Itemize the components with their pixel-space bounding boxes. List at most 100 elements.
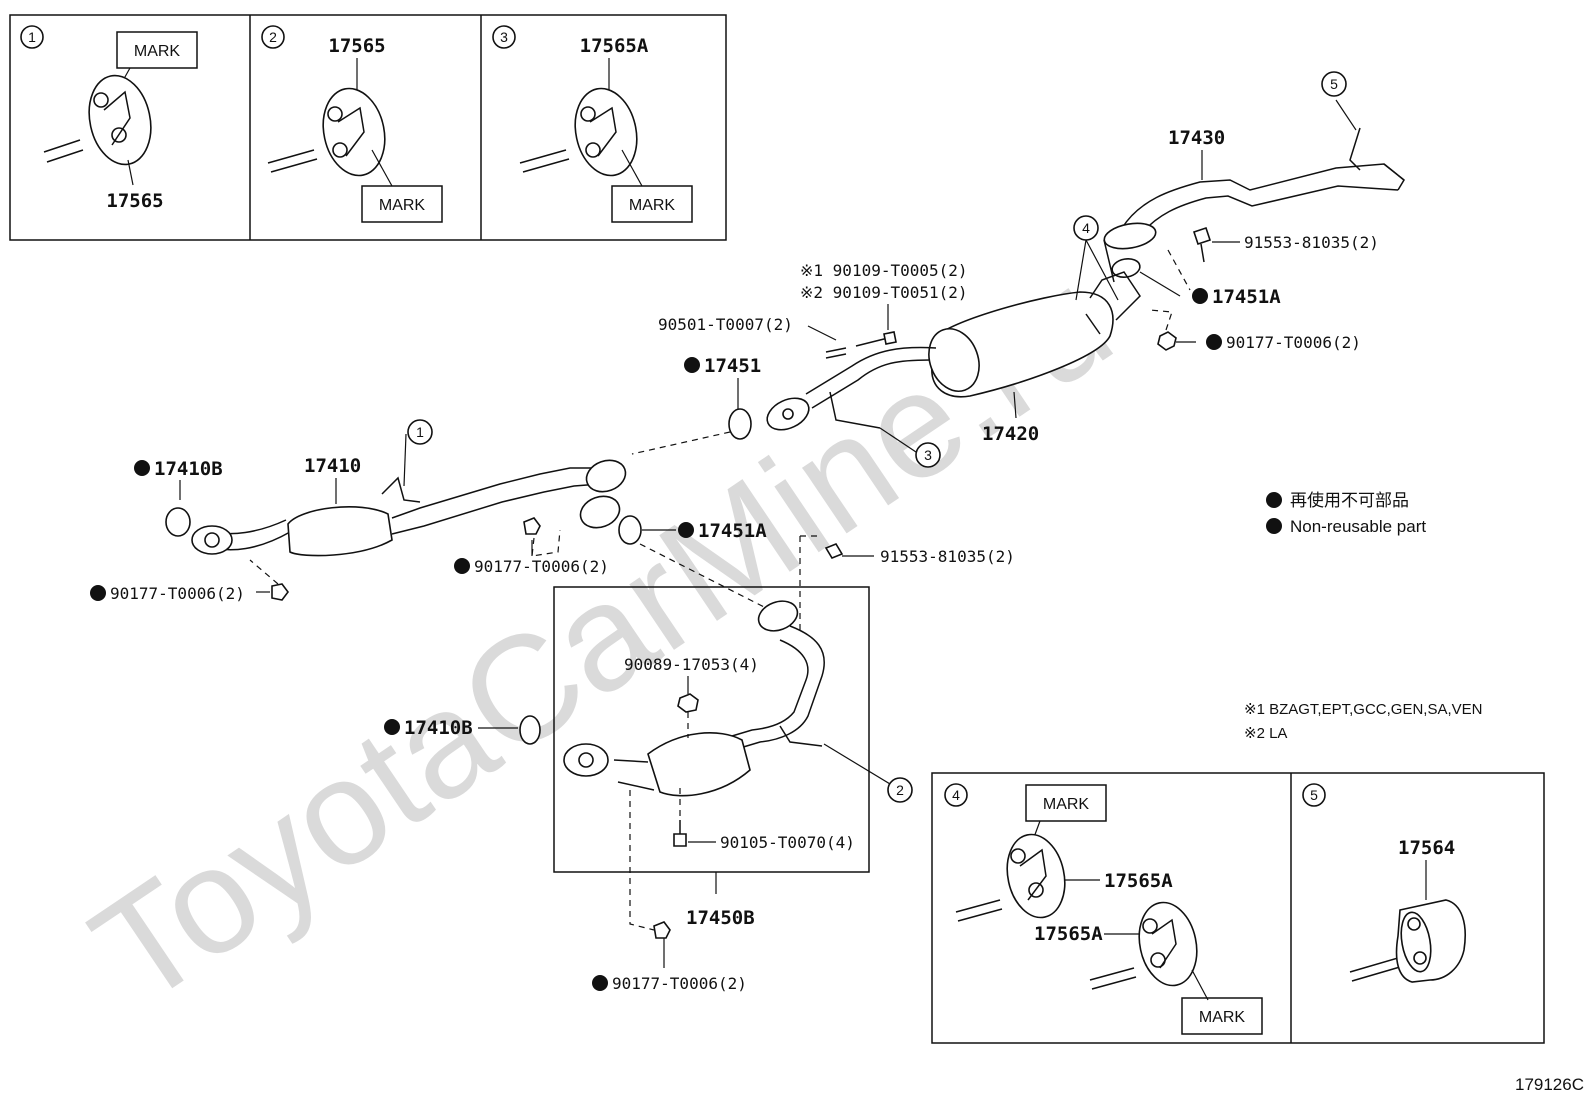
bolt-91553-mid xyxy=(824,543,844,559)
front-pipe-17410 xyxy=(191,459,627,557)
mark-box xyxy=(361,185,443,223)
label-17410: 17410 xyxy=(304,455,361,477)
panel-5-part: 17564 xyxy=(1398,837,1455,859)
label-17451: 17451 xyxy=(704,355,761,377)
stud-bolt-90501 xyxy=(825,347,847,359)
label-90501: 90501-T0007(2) xyxy=(658,315,793,334)
exhaust-hanger xyxy=(574,87,638,177)
gasket-17451a-mid xyxy=(618,515,642,545)
legend-en: Non-reusable part xyxy=(1290,517,1426,536)
label-17451a-mid: 17451A xyxy=(698,520,767,542)
mark-label: MARK xyxy=(1199,1009,1246,1026)
nut-90177-left xyxy=(271,583,289,601)
mark-box xyxy=(1025,784,1107,822)
mark-label: MARK xyxy=(629,197,676,214)
legend: 再使用不可部品 Non-reusable part xyxy=(1266,490,1426,536)
panel-2-part: 17565 xyxy=(328,35,385,57)
nut-90177-center xyxy=(523,517,541,535)
note-1: ※1 BZAGT,EPT,GCC,GEN,SA,VEN xyxy=(1244,701,1482,718)
svg-text:5: 5 xyxy=(1330,76,1338,92)
label-90089: 90089-17053(4) xyxy=(624,655,759,674)
panel-4-part-lower: 17565A xyxy=(1034,923,1103,945)
nut-90089 xyxy=(677,693,699,713)
callout-2: 2 xyxy=(887,777,913,803)
tail-pipe-17430 xyxy=(1103,127,1405,250)
non-reusable-dot xyxy=(678,522,694,538)
notes: ※1 BZAGT,EPT,GCC,GEN,SA,VEN ※2 LA xyxy=(1244,701,1482,742)
label-90177-center: 90177-T0006(2) xyxy=(474,557,609,576)
exhaust-hanger xyxy=(1138,901,1198,987)
gasket-17410b-low xyxy=(519,715,541,745)
mark-box xyxy=(116,31,198,69)
detail-panel-4: 4 MARK 17565A 17565A MARK xyxy=(944,783,1263,1035)
mark-label: MARK xyxy=(1043,796,1090,813)
panel-1-part: 17565 xyxy=(106,190,163,212)
non-reusable-dot xyxy=(454,558,470,574)
panel-3-number: 3 xyxy=(500,29,508,45)
label-17410b-low: 17410B xyxy=(404,717,473,739)
gasket-17451 xyxy=(728,408,752,440)
panel-4-number: 4 xyxy=(952,787,960,803)
mark-box xyxy=(611,185,693,223)
callout-4: 4 xyxy=(1073,215,1099,241)
detail-panels-bottom xyxy=(931,772,1545,1044)
label-17450b: 17450B xyxy=(686,907,755,929)
svg-text:4: 4 xyxy=(1082,220,1090,236)
label-90105: 90105-T0070(4) xyxy=(720,833,855,852)
bolt-90105 xyxy=(673,820,687,847)
label-90109-1: ※1 90109-T0005(2) xyxy=(800,261,968,280)
gasket-17410b-left xyxy=(165,507,191,537)
svg-text:2: 2 xyxy=(896,782,904,798)
non-reusable-dot xyxy=(684,357,700,373)
nut-90177-muffler xyxy=(1157,331,1177,351)
non-reusable-dot xyxy=(1266,518,1282,534)
mark-label: MARK xyxy=(134,43,181,60)
detail-panel-2: 2 17565 MARK xyxy=(261,25,443,223)
label-90177-bottom: 90177-T0006(2) xyxy=(612,974,747,993)
non-reusable-dot xyxy=(1192,288,1208,304)
label-90177-muffler: 90177-T0006(2) xyxy=(1226,333,1361,352)
svg-text:1: 1 xyxy=(416,424,424,440)
detail-panel-5: 5 17564 xyxy=(1302,783,1466,983)
non-reusable-dot xyxy=(592,975,608,991)
panel-1-number: 1 xyxy=(28,29,36,45)
label-90177-left: 90177-T0006(2) xyxy=(110,584,245,603)
stud-bolt-90109 xyxy=(855,331,897,347)
callout-3: 3 xyxy=(915,442,941,468)
label-17410b-left: 17410B xyxy=(154,458,223,480)
exhaust-hanger xyxy=(88,74,152,166)
panel-2-number: 2 xyxy=(269,29,277,45)
non-reusable-dot xyxy=(1266,492,1282,508)
figure-code: 179126C xyxy=(1515,1075,1584,1094)
detail-panel-3: 3 17565A MARK xyxy=(492,25,693,223)
label-17430: 17430 xyxy=(1168,127,1225,149)
note-2: ※2 LA xyxy=(1244,725,1287,742)
exhaust-hanger-17564 xyxy=(1395,899,1466,983)
label-91553-top: 91553-81035(2) xyxy=(1244,233,1379,252)
exhaust-hanger xyxy=(322,87,386,177)
label-91553-mid: 91553-81035(2) xyxy=(880,547,1015,566)
mark-box xyxy=(1181,997,1263,1035)
svg-text:3: 3 xyxy=(924,447,932,463)
exhaust-hanger xyxy=(1006,833,1066,919)
panel-5-number: 5 xyxy=(1310,787,1318,803)
bolt-91553-top xyxy=(1192,226,1212,263)
detail-panels-top xyxy=(9,14,727,241)
label-90109-2: ※2 90109-T0051(2) xyxy=(800,283,968,302)
exhaust-pipe-17450b xyxy=(563,600,825,797)
detail-box-17450b xyxy=(553,586,870,873)
muffler-17420 xyxy=(766,239,1141,431)
callout-1: 1 xyxy=(407,419,433,445)
panel-4-part-upper: 17565A xyxy=(1104,870,1173,892)
nut-90177-bottom xyxy=(653,921,671,939)
mark-label: MARK xyxy=(379,197,426,214)
non-reusable-dot xyxy=(134,460,150,476)
legend-jp: 再使用不可部品 xyxy=(1290,490,1409,510)
callout-5: 5 xyxy=(1321,71,1347,97)
label-17420: 17420 xyxy=(982,423,1039,445)
label-17451a-top: 17451A xyxy=(1212,286,1281,308)
non-reusable-dot xyxy=(384,719,400,735)
non-reusable-dot xyxy=(90,585,106,601)
detail-panel-1: 1 MARK 17565 xyxy=(20,25,198,212)
